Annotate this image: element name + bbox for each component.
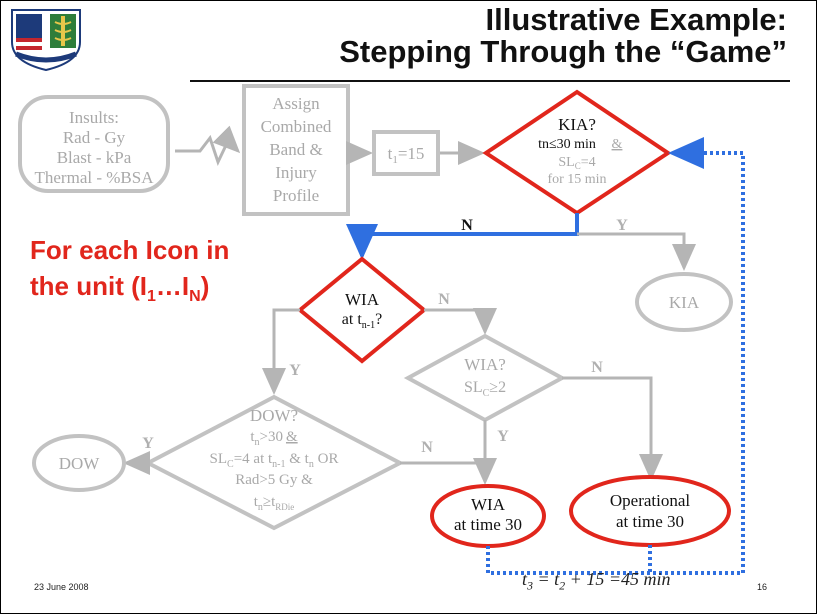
operational-time30-oval — [569, 475, 731, 547]
insults-line-3: Blast - kPa — [57, 148, 132, 167]
kia-yes-label: Y — [616, 217, 628, 234]
assign-line-1: Assign — [272, 94, 320, 113]
kia-q-line-3: SLC=4 — [558, 155, 595, 171]
oper30-line-2: at time 30 — [616, 512, 684, 531]
slide-title: Illustrative Example: Stepping Through t… — [339, 4, 787, 68]
wia-tn1-decision-diamond — [296, 256, 428, 364]
wia30-line-2: at time 30 — [454, 515, 522, 534]
kia-outcome-oval — [635, 272, 733, 332]
assign-line-3: Band & — [269, 140, 322, 159]
footer-date: 23 June 2008 — [34, 582, 89, 592]
insults-line-4: Thermal - %BSA — [35, 168, 155, 187]
wia-no-path — [424, 308, 497, 335]
lightning-connector — [175, 125, 241, 167]
insults-line-1: Insults: — [69, 108, 119, 127]
wia-no-label: N — [438, 291, 450, 308]
wia2-yes-label: Y — [497, 428, 509, 445]
wia-yes-label: Y — [289, 362, 301, 379]
wia2-no-label: N — [591, 359, 603, 376]
wia-q-line-1: WIA — [345, 290, 380, 309]
red-heading: For each Icon in the unit (I1…IN) — [30, 232, 229, 315]
kia-outcome-label: KIA — [669, 293, 700, 312]
wia2-no-path — [562, 376, 663, 481]
t1-label: t1=15 — [388, 144, 425, 166]
time-equation: t3 = t2 + 15 =45 min — [522, 569, 671, 593]
title-line-1: Illustrative Example: — [485, 2, 787, 37]
wia-q-line-2: at tn-1? — [342, 311, 382, 331]
kia-q-amp: & — [612, 137, 623, 152]
wia-yes-path — [262, 308, 300, 395]
dow-q-line-1: DOW? — [250, 406, 298, 425]
dow-decision-diamond — [143, 394, 405, 531]
army-medical-logo — [11, 9, 81, 72]
wia2-q-line-2: SLC≥2 — [464, 379, 506, 399]
wia30-line-1: WIA — [471, 495, 506, 514]
oper30-line-1: Operational — [610, 491, 691, 510]
dow-q-line-4: Rad>5 Gy & — [235, 472, 313, 488]
kia-q-line-1: KIA? — [558, 115, 596, 134]
t1-box — [372, 130, 440, 176]
dow-no-label: N — [421, 439, 433, 456]
wia-slc-decision-diamond — [403, 333, 567, 423]
assign-line-4: Injury — [275, 163, 317, 182]
dow-yes-label: Y — [142, 435, 154, 452]
dow-outcome-oval — [32, 434, 126, 492]
dow-q-line-3: SLC=4 at tn-1 & tn OR — [210, 451, 339, 470]
footer-page-number: 16 — [757, 582, 768, 592]
kia-decision-diamond — [482, 89, 672, 216]
feedback-loop-path — [486, 137, 745, 575]
red-heading-line-2: the unit (I1…IN) — [30, 271, 210, 306]
kia-q-line-4: for 15 min — [547, 172, 606, 187]
red-heading-line-1: For each Icon in — [30, 235, 230, 265]
title-rule — [190, 80, 790, 82]
title-line-2: Stepping Through the “Game” — [339, 34, 787, 69]
kia-q-line-2: tn≤30 min — [538, 137, 596, 152]
assign-line-2: Combined — [261, 117, 332, 136]
dow-q-line-2: tn>30& — [250, 429, 298, 448]
wia2-q-line-1: WIA? — [464, 355, 506, 374]
kia-yes-path — [577, 232, 696, 271]
kia-no-label: N — [461, 217, 473, 234]
insults-box — [18, 95, 170, 193]
dow-outcome-label: DOW — [59, 454, 101, 473]
kia-no-path — [346, 213, 579, 260]
assign-line-5: Profile — [273, 186, 319, 205]
dow-q-line-5: tn≥tRDie — [254, 494, 295, 513]
insults-line-2: Rad - Gy — [63, 128, 126, 147]
